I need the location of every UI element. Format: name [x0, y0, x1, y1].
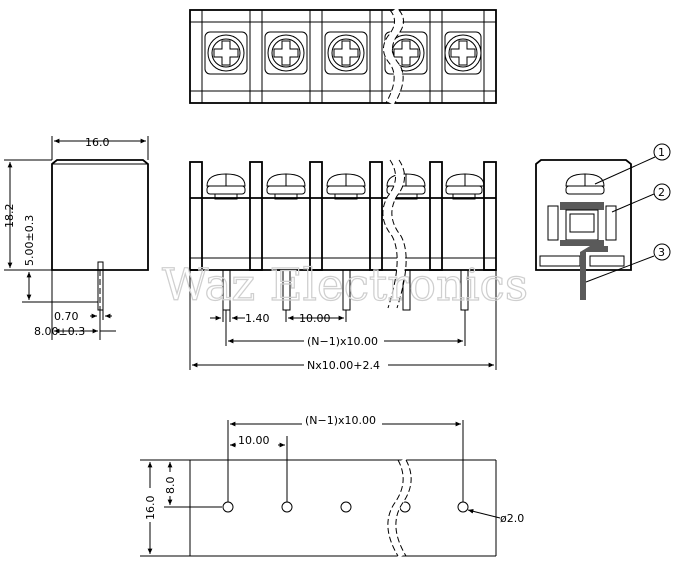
pcb-hole-dim: ø2.0	[500, 512, 524, 525]
side-pin-thickness-dim: 0.70	[54, 310, 79, 323]
pcb-height-dim: 16.0	[144, 496, 157, 521]
front-span-dim: (N−1)x10.00	[307, 335, 378, 348]
front-pin-width-dim: 1.40	[245, 312, 270, 325]
top-partitions	[189, 9, 497, 104]
side-width-dim: 16.0	[85, 136, 110, 149]
front-partitions	[189, 161, 497, 271]
pcb-holes	[222, 501, 469, 513]
section-view: 1 2 3	[535, 143, 671, 300]
pcb-hole-row-dim: 8.0	[164, 477, 177, 495]
callout-1: 1	[658, 146, 665, 159]
side-pin-offset-dim: 8.00±0.3	[34, 325, 85, 338]
screw-head	[204, 31, 248, 75]
front-view: 1.40 10.00 (N−1)x10.00 Nx10.00+2.4	[189, 157, 497, 372]
screw-heads	[204, 31, 482, 75]
callout-3: 3	[658, 246, 665, 259]
pcb-pitch-dim: 10.00	[238, 434, 270, 447]
screw-head	[444, 31, 482, 75]
pcb-layout: (N−1)x10.00 10.00 16.0 8.0 ø2.0	[140, 413, 524, 559]
side-pin-length-dim: 5.00±0.3	[23, 215, 36, 266]
callout-2: 2	[658, 186, 665, 199]
top-view	[189, 7, 497, 105]
watermark-text: Waz Electronics	[162, 260, 528, 311]
pcb-span-dim: (N−1)x10.00	[305, 414, 376, 427]
side-height-dim: 18.2	[3, 204, 16, 229]
side-view: 16.0 18.2 5.00±0.3 0.70 8.00±0.3	[3, 136, 149, 340]
front-screw-heads	[206, 173, 485, 200]
screw-head	[324, 31, 368, 75]
screw-head	[264, 31, 308, 75]
front-pitch-dim: 10.00	[299, 312, 331, 325]
front-total-dim: Nx10.00+2.4	[307, 359, 380, 372]
